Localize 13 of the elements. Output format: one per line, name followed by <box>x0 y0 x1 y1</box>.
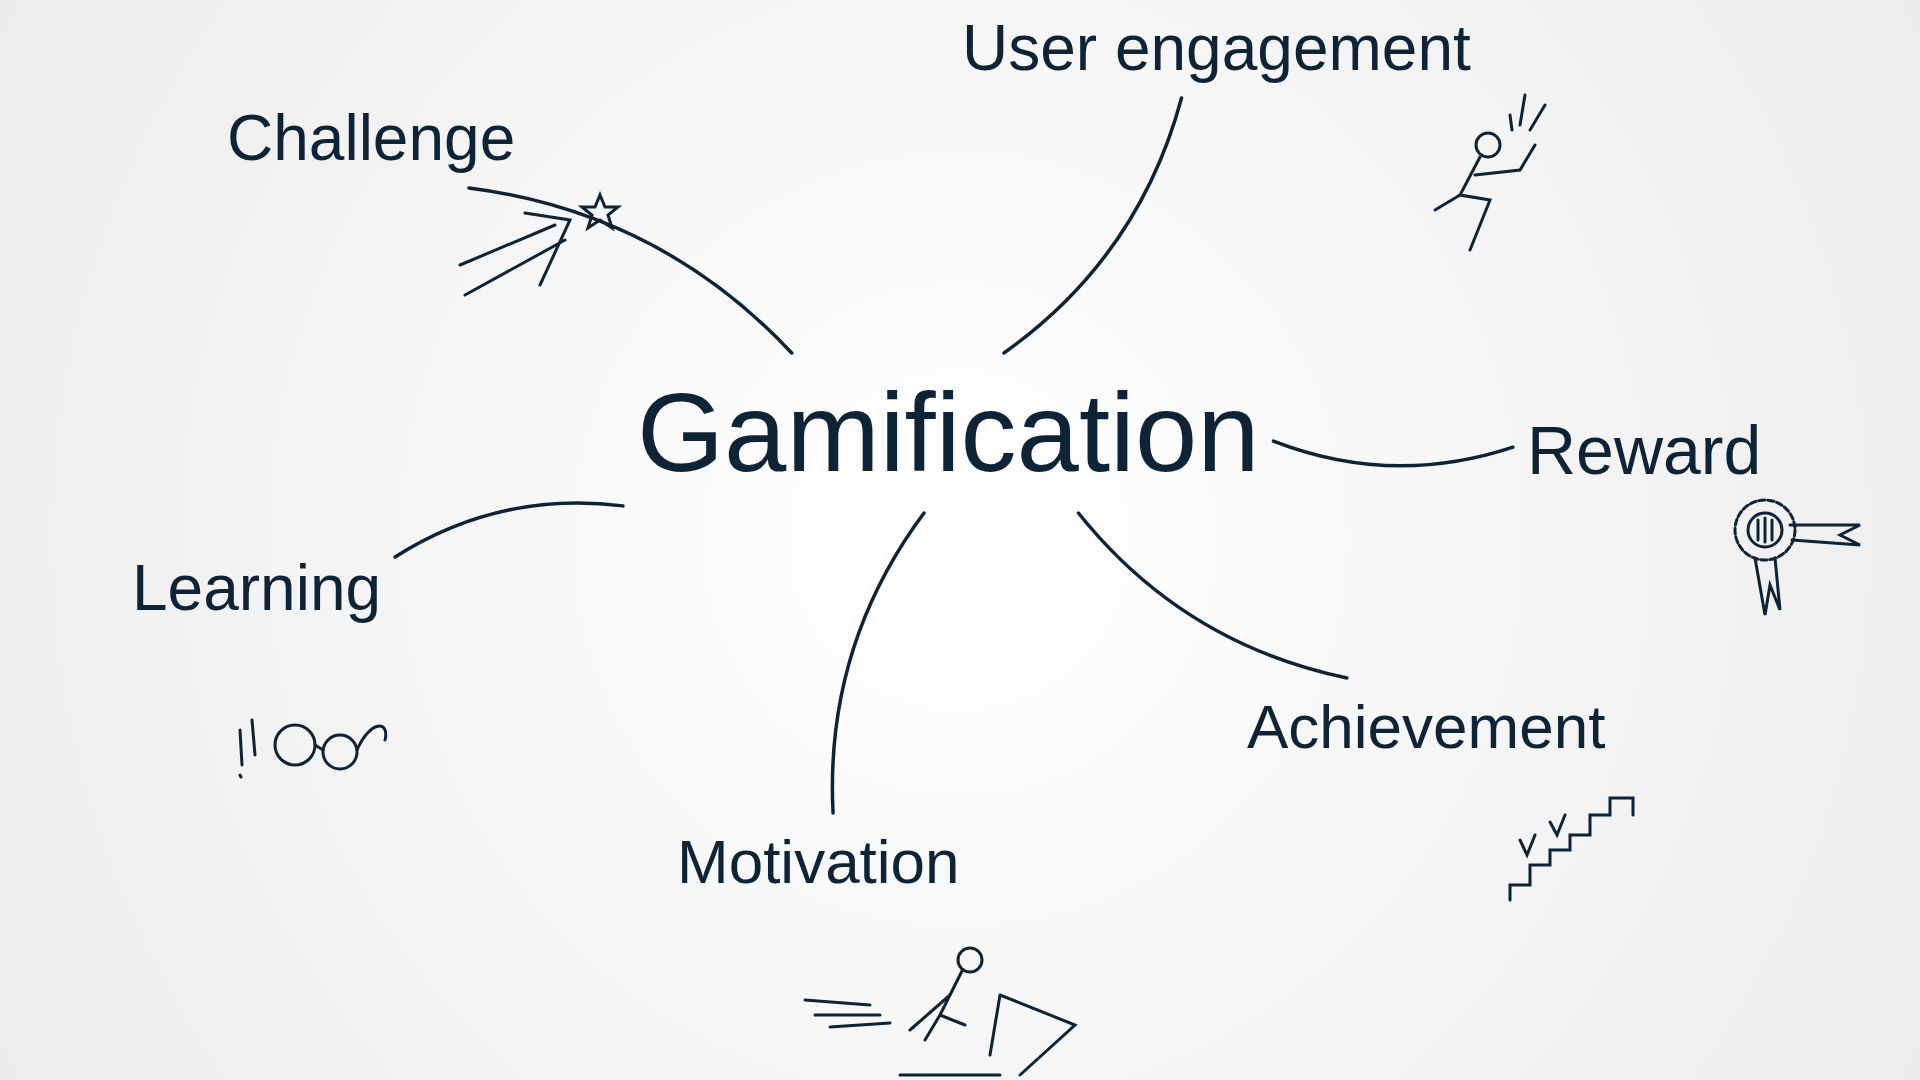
topic-label: User engagement <box>962 11 1471 86</box>
connector-line <box>1076 511 1349 680</box>
topic-label: Gamification <box>637 369 1260 497</box>
connector-line <box>830 511 926 815</box>
topic-label: Reward <box>1527 411 1762 490</box>
connector-line <box>1002 96 1184 355</box>
topic-label: Achievement <box>1247 691 1606 763</box>
topic-label: Challenge <box>227 101 516 176</box>
connector-line <box>1271 439 1515 468</box>
connector-line <box>393 501 625 559</box>
topic-label: Learning <box>132 551 382 626</box>
topic-label: Motivation <box>677 826 960 898</box>
connector-line <box>467 186 794 355</box>
